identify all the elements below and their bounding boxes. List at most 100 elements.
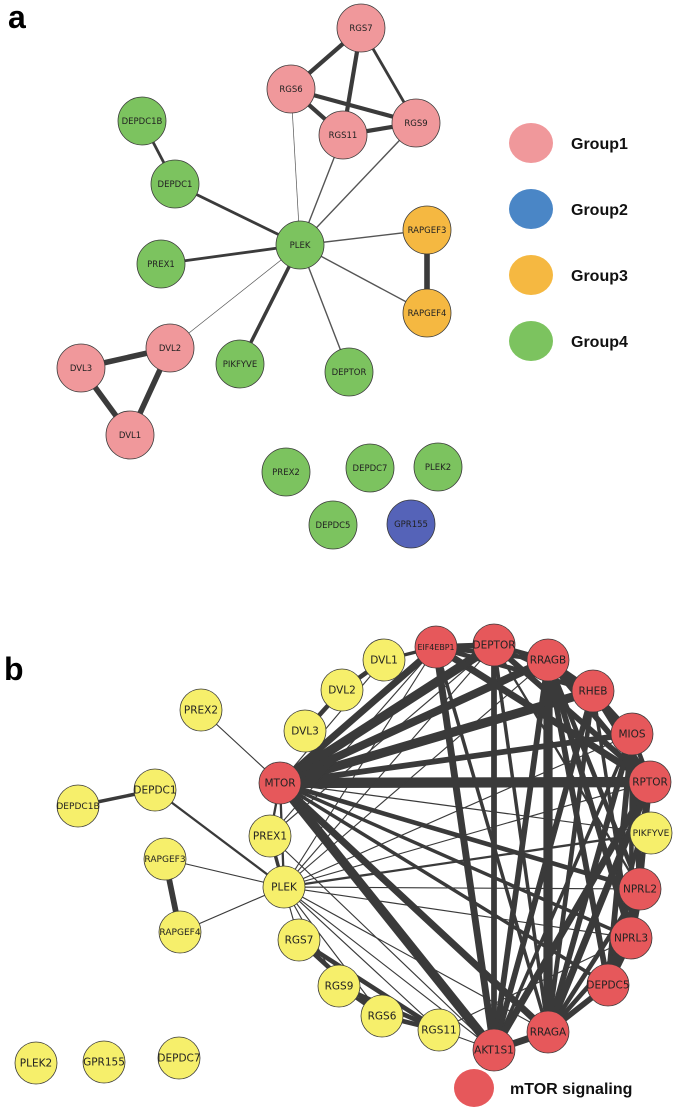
b-node-circle <box>526 1010 570 1054</box>
a-node-depdc1[interactable]: DEPDC1 <box>150 159 200 209</box>
b-node-mtor[interactable]: MTOR <box>258 761 302 805</box>
b-node-label: DVL1 <box>370 655 398 667</box>
b-node-label: RAPGEF4 <box>159 928 200 938</box>
b-node-rptor[interactable]: RPTOR <box>628 760 672 804</box>
a-node-rgs11[interactable]: RGS11 <box>318 110 368 160</box>
b-node-label: DVL2 <box>328 685 356 697</box>
a-node-circle <box>150 159 200 209</box>
b-edge-plek-eif4ebp1 <box>283 646 437 888</box>
b-node-plek2[interactable]: PLEK2 <box>14 1041 58 1085</box>
a-node-rapgef3[interactable]: RAPGEF3 <box>402 205 452 255</box>
b-node-rragb[interactable]: RRAGB <box>526 638 570 682</box>
a-node-circle <box>145 323 195 373</box>
b-edge-plek-rragb <box>283 659 549 888</box>
a-node-rgs9[interactable]: RGS9 <box>391 98 441 148</box>
a-node-label: DEPTOR <box>332 368 367 378</box>
b-node-rgs9[interactable]: RGS9 <box>317 964 361 1008</box>
b-node-label: PIKFYVE <box>633 829 670 839</box>
a-node-dvl3[interactable]: DVL3 <box>56 343 106 393</box>
legend-a-item-group3: Group3 <box>509 255 628 295</box>
b-node-eif4ebp1[interactable]: EIF4EBP1 <box>414 625 458 669</box>
b-node-dvl2[interactable]: DVL2 <box>320 668 364 712</box>
a-node-label: DEPDC7 <box>353 464 388 474</box>
b-edge-plek-nprl3 <box>283 886 632 939</box>
a-node-dvl1[interactable]: DVL1 <box>105 410 155 460</box>
legend-label: Group1 <box>571 136 628 153</box>
b-node-rapgef3[interactable]: RAPGEF3 <box>143 837 187 881</box>
b-node-label: PREX2 <box>184 705 218 717</box>
legend-label: Group4 <box>571 334 628 351</box>
b-node-depdc1b[interactable]: DEPDC1B <box>56 784 100 828</box>
b-node-circle <box>14 1041 58 1085</box>
b-node-label: PREX1 <box>253 831 287 843</box>
a-node-plek2[interactable]: PLEK2 <box>413 442 463 492</box>
b-node-prex2[interactable]: PREX2 <box>179 688 223 732</box>
b-node-label: DVL3 <box>291 726 319 738</box>
b-node-dvl3[interactable]: DVL3 <box>283 709 327 753</box>
a-node-circle <box>117 96 167 146</box>
b-node-label: NPRL3 <box>614 933 648 945</box>
b-node-deptor[interactable]: DEPTOR <box>472 623 516 667</box>
a-node-prex2[interactable]: PREX2 <box>261 447 311 497</box>
a-node-depdc5[interactable]: DEPDC5 <box>308 500 358 550</box>
b-node-depdc7[interactable]: DEPDC7 <box>157 1036 201 1080</box>
b-node-dvl1[interactable]: DVL1 <box>362 638 406 682</box>
a-node-prex1[interactable]: PREX1 <box>136 239 186 289</box>
legend-swatch <box>509 321 553 361</box>
a-node-label: PREX2 <box>272 468 300 478</box>
a-node-pikfyve[interactable]: PIKFYVE <box>215 339 265 389</box>
a-node-depdc7[interactable]: DEPDC7 <box>345 443 395 493</box>
b-node-pikfyve[interactable]: PIKFYVE <box>629 811 673 855</box>
b-edge-prex1-eif4ebp1 <box>269 646 437 837</box>
b-node-label: PLEK2 <box>20 1058 52 1070</box>
b-node-circle <box>133 768 177 812</box>
b-edge-plek-nprl2 <box>283 886 641 890</box>
a-node-circle <box>336 3 386 53</box>
b-edge-mtor-rptor <box>279 776 651 789</box>
b-node-akt1s1[interactable]: AKT1S1 <box>472 1028 516 1072</box>
b-node-rheb[interactable]: RHEB <box>571 669 615 713</box>
b-node-nprl2[interactable]: NPRL2 <box>618 867 662 911</box>
network-b-edges <box>77 641 654 1054</box>
a-node-label: RAPGEF3 <box>408 226 447 236</box>
b-node-gpr155[interactable]: GPR155 <box>82 1040 126 1084</box>
b-node-prex1[interactable]: PREX1 <box>248 814 292 858</box>
b-node-depdc1[interactable]: DEPDC1 <box>133 768 177 812</box>
a-node-rapgef4[interactable]: RAPGEF4 <box>402 288 452 338</box>
b-node-rapgef4[interactable]: RAPGEF4 <box>158 910 202 954</box>
a-node-gpr155[interactable]: GPR155 <box>386 499 436 549</box>
b-edge-plek-depdc1 <box>154 789 285 888</box>
b-node-circle <box>360 994 404 1038</box>
b-node-plek[interactable]: PLEK <box>262 865 306 909</box>
a-node-label: PREX1 <box>147 260 175 270</box>
b-edge-eif4ebp1-akt1s1 <box>432 646 498 1051</box>
b-edge-rgs7-rgs11 <box>297 938 441 1032</box>
b-node-label: DEPDC1 <box>133 785 176 797</box>
b-node-depdc5[interactable]: DEPDC5 <box>586 963 630 1007</box>
b-node-rgs7[interactable]: RGS7 <box>277 918 321 962</box>
a-node-rgs6[interactable]: RGS6 <box>266 64 316 114</box>
b-node-nprl3[interactable]: NPRL3 <box>609 916 653 960</box>
b-node-rraga[interactable]: RRAGA <box>526 1010 570 1054</box>
b-edge-mtor-rragb <box>278 656 550 787</box>
b-node-rgs6[interactable]: RGS6 <box>360 994 404 1038</box>
b-edge-rragb-depdc5 <box>545 659 611 986</box>
a-node-rgs7[interactable]: RGS7 <box>336 3 386 53</box>
a-node-label: RGS9 <box>404 119 427 129</box>
a-node-deptor[interactable]: DEPTOR <box>324 347 374 397</box>
a-node-dvl2[interactable]: DVL2 <box>145 323 195 373</box>
a-node-label: PLEK2 <box>425 463 451 473</box>
legend-label: Group2 <box>571 202 628 219</box>
b-node-label: RAPGEF3 <box>144 855 185 865</box>
b-node-label: DEPDC1B <box>56 802 99 812</box>
a-node-plek[interactable]: PLEK <box>275 220 325 270</box>
b-node-rgs11[interactable]: RGS11 <box>417 1008 461 1052</box>
a-node-depdc1b[interactable]: DEPDC1B <box>117 96 167 146</box>
b-node-label: RRAGA <box>530 1027 567 1039</box>
b-node-mios[interactable]: MIOS <box>610 712 654 756</box>
b-node-label: RGS11 <box>421 1025 456 1037</box>
a-node-circle <box>386 499 436 549</box>
b-node-circle <box>157 1036 201 1080</box>
legend-a-item-group4: Group4 <box>509 321 628 361</box>
a-node-circle <box>275 220 325 270</box>
